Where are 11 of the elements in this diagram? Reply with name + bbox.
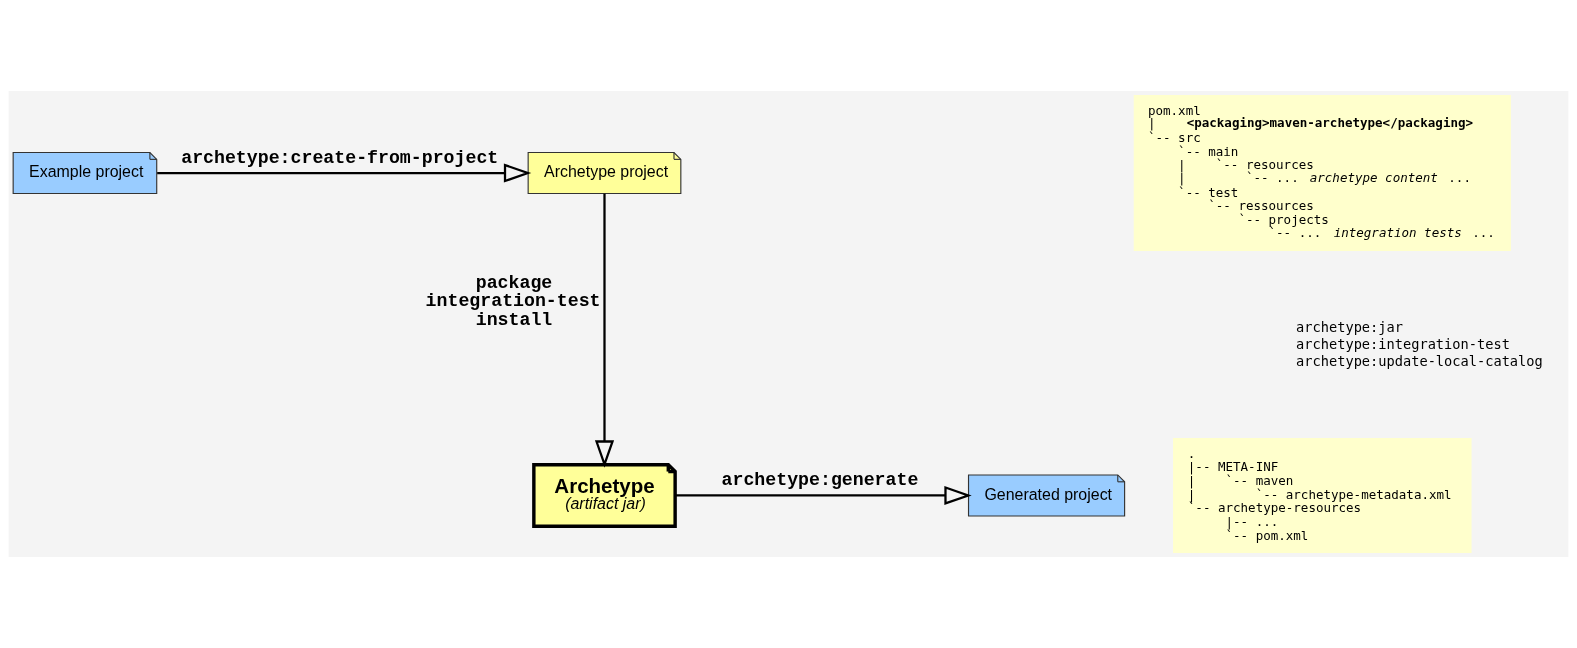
node-box: . |-- META-INF | `-- maven | `-- archetype-metadata.xml `-- archetype-resources |-- ... `-- pom.xml	[1173, 437, 1472, 553]
edge-label: archetype:generate	[721, 469, 919, 490]
edge-label: package integration-test install	[425, 273, 601, 330]
label: archetype:update-local-catalog	[1296, 352, 1543, 369]
node-box: pom.xml | <packaging>maven-archetype</packaging> `-- src `-- main | `-- resources | `-- ... archetype content ... `-- test `-- ressources `-- projects `-- ... integration tests ...	[1133, 95, 1511, 252]
arrow	[675, 485, 972, 506]
label: archetype:integration-test	[1296, 335, 1510, 352]
arrow	[157, 163, 532, 183]
label: archetype:jar	[1296, 318, 1403, 335]
edge-label: archetype:create-from-project	[181, 147, 499, 168]
arrow	[594, 193, 615, 468]
